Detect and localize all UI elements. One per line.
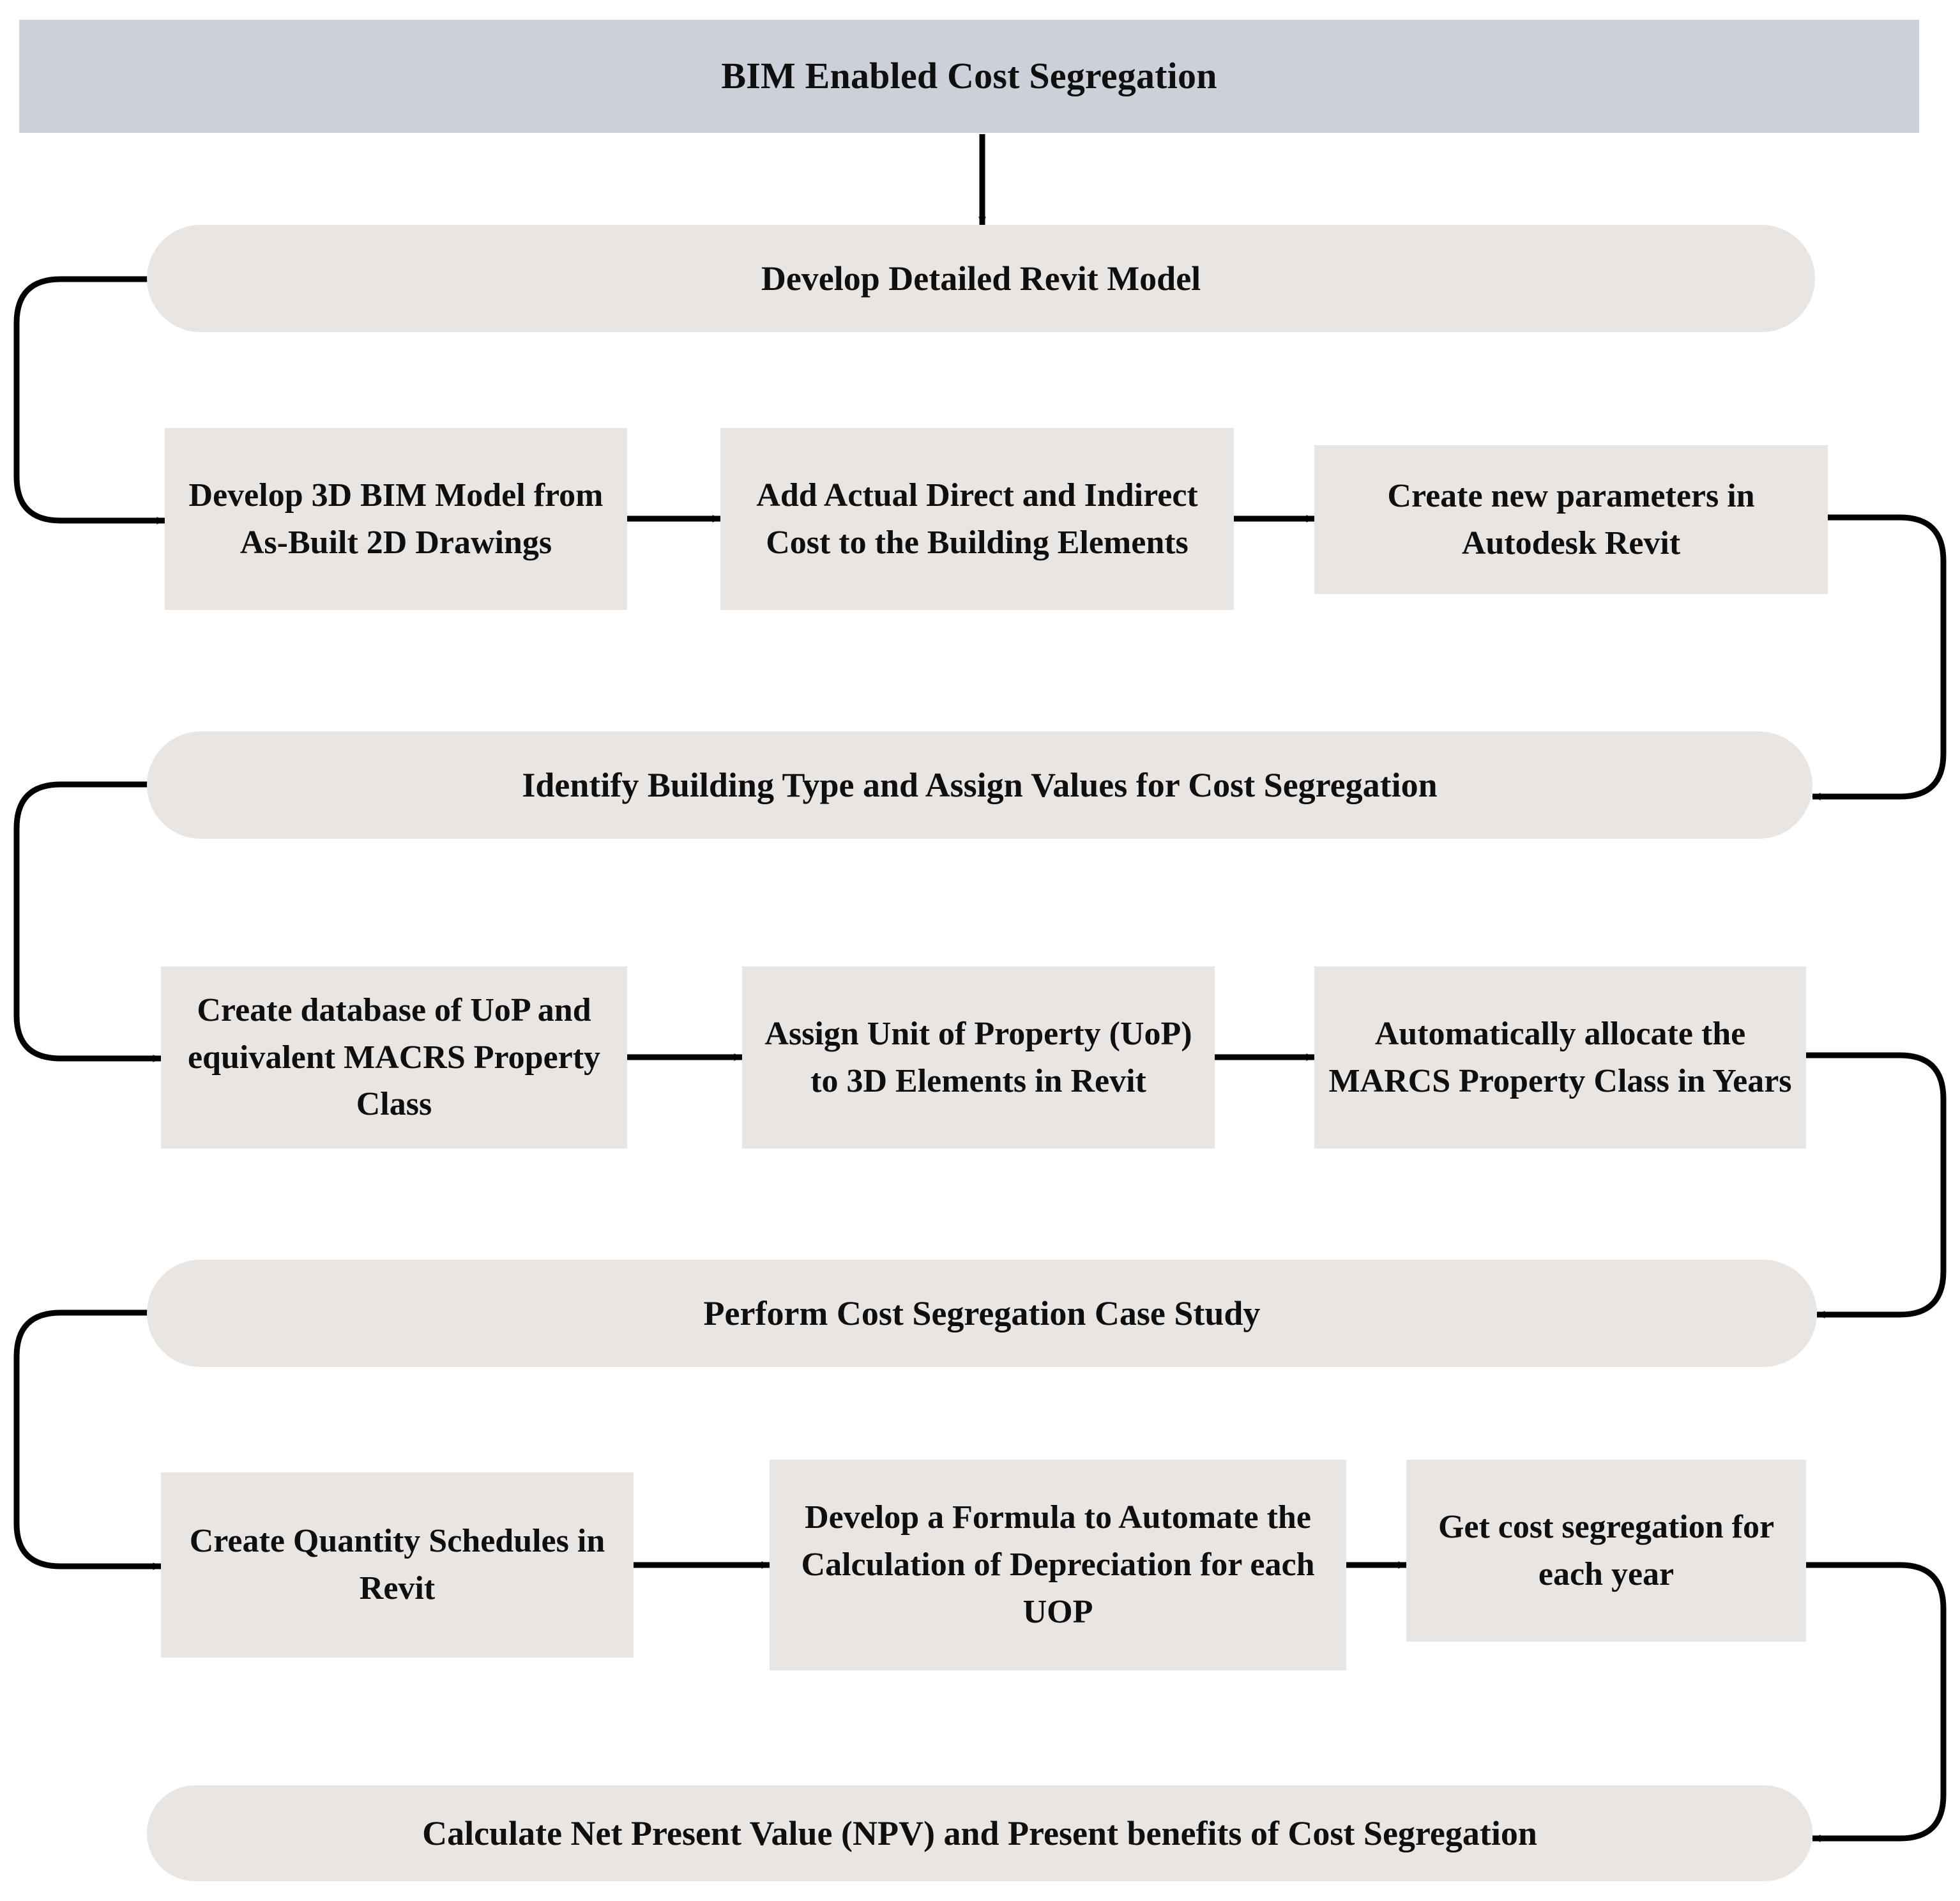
step-label-s2-step-2: Assign Unit of Property (UoP) to 3D Elem… [764, 1015, 1192, 1099]
step-label-s3-step-2: Develop a Formula to Automate the Calcul… [801, 1499, 1315, 1630]
step-label-s3-step-3: Get cost segregation for each year [1438, 1508, 1775, 1592]
step-node-s2-step-3[interactable]: Automatically allocate the MARCS Propert… [1314, 966, 1806, 1149]
step-label-s3-step-1: Create Quantity Schedules in Revit [189, 1523, 605, 1607]
step-node-s3-step-3[interactable]: Get cost segregation for each year [1406, 1460, 1806, 1642]
step-label-s1-step-2: Add Actual Direct and Indirect Cost to t… [756, 477, 1198, 561]
connector-s1step3-to-stage2 [1812, 514, 1947, 800]
stage-label-stage-1: Develop Detailed Revit Model [761, 259, 1201, 298]
connector-stage3-to-s3step1 [13, 1309, 162, 1570]
connector-s2step3-to-stage3 [1806, 1052, 1947, 1318]
connector-stage1-to-s1step1 [13, 276, 165, 524]
stage-node-stage-2[interactable]: Identify Building Type and Assign Values… [147, 731, 1812, 839]
step-node-s1-step-2[interactable]: Add Actual Direct and Indirect Cost to t… [720, 428, 1234, 610]
step-node-s1-step-3[interactable]: Create new parameters in Autodesk Revit [1314, 445, 1828, 594]
step-node-s1-step-1[interactable]: Develop 3D BIM Model from As-Built 2D Dr… [165, 428, 627, 610]
step-node-s3-step-1[interactable]: Create Quantity Schedules in Revit [161, 1472, 634, 1658]
header-title-bar: BIM Enabled Cost Segregation [19, 20, 1919, 133]
stage-label-stage-4: Calculate Net Present Value (NPV) and Pr… [422, 1813, 1537, 1852]
step-label-s1-step-3: Create new parameters in Autodesk Revit [1387, 477, 1755, 561]
step-label-s2-step-1: Create database of UoP and equivalent MA… [187, 991, 601, 1123]
stage-label-stage-2: Identify Building Type and Assign Values… [522, 765, 1438, 804]
connector-stage2-to-s2step1 [13, 781, 162, 1062]
connector-s3step3-to-stage4 [1806, 1562, 1947, 1842]
step-label-s2-step-3: Automatically allocate the MARCS Propert… [1328, 1015, 1792, 1099]
step-node-s2-step-1[interactable]: Create database of UoP and equivalent MA… [161, 966, 627, 1149]
header-title-text: BIM Enabled Cost Segregation [721, 55, 1217, 97]
stage-node-stage-1[interactable]: Develop Detailed Revit Model [147, 225, 1815, 332]
stage-node-stage-4[interactable]: Calculate Net Present Value (NPV) and Pr… [147, 1785, 1812, 1881]
stage-label-stage-3: Perform Cost Segregation Case Study [703, 1294, 1261, 1332]
stage-node-stage-3[interactable]: Perform Cost Segregation Case Study [147, 1260, 1817, 1367]
step-label-s1-step-1: Develop 3D BIM Model from As-Built 2D Dr… [188, 477, 604, 561]
step-node-s3-step-2[interactable]: Develop a Formula to Automate the Calcul… [770, 1460, 1346, 1670]
step-node-s2-step-2[interactable]: Assign Unit of Property (UoP) to 3D Elem… [742, 966, 1215, 1149]
